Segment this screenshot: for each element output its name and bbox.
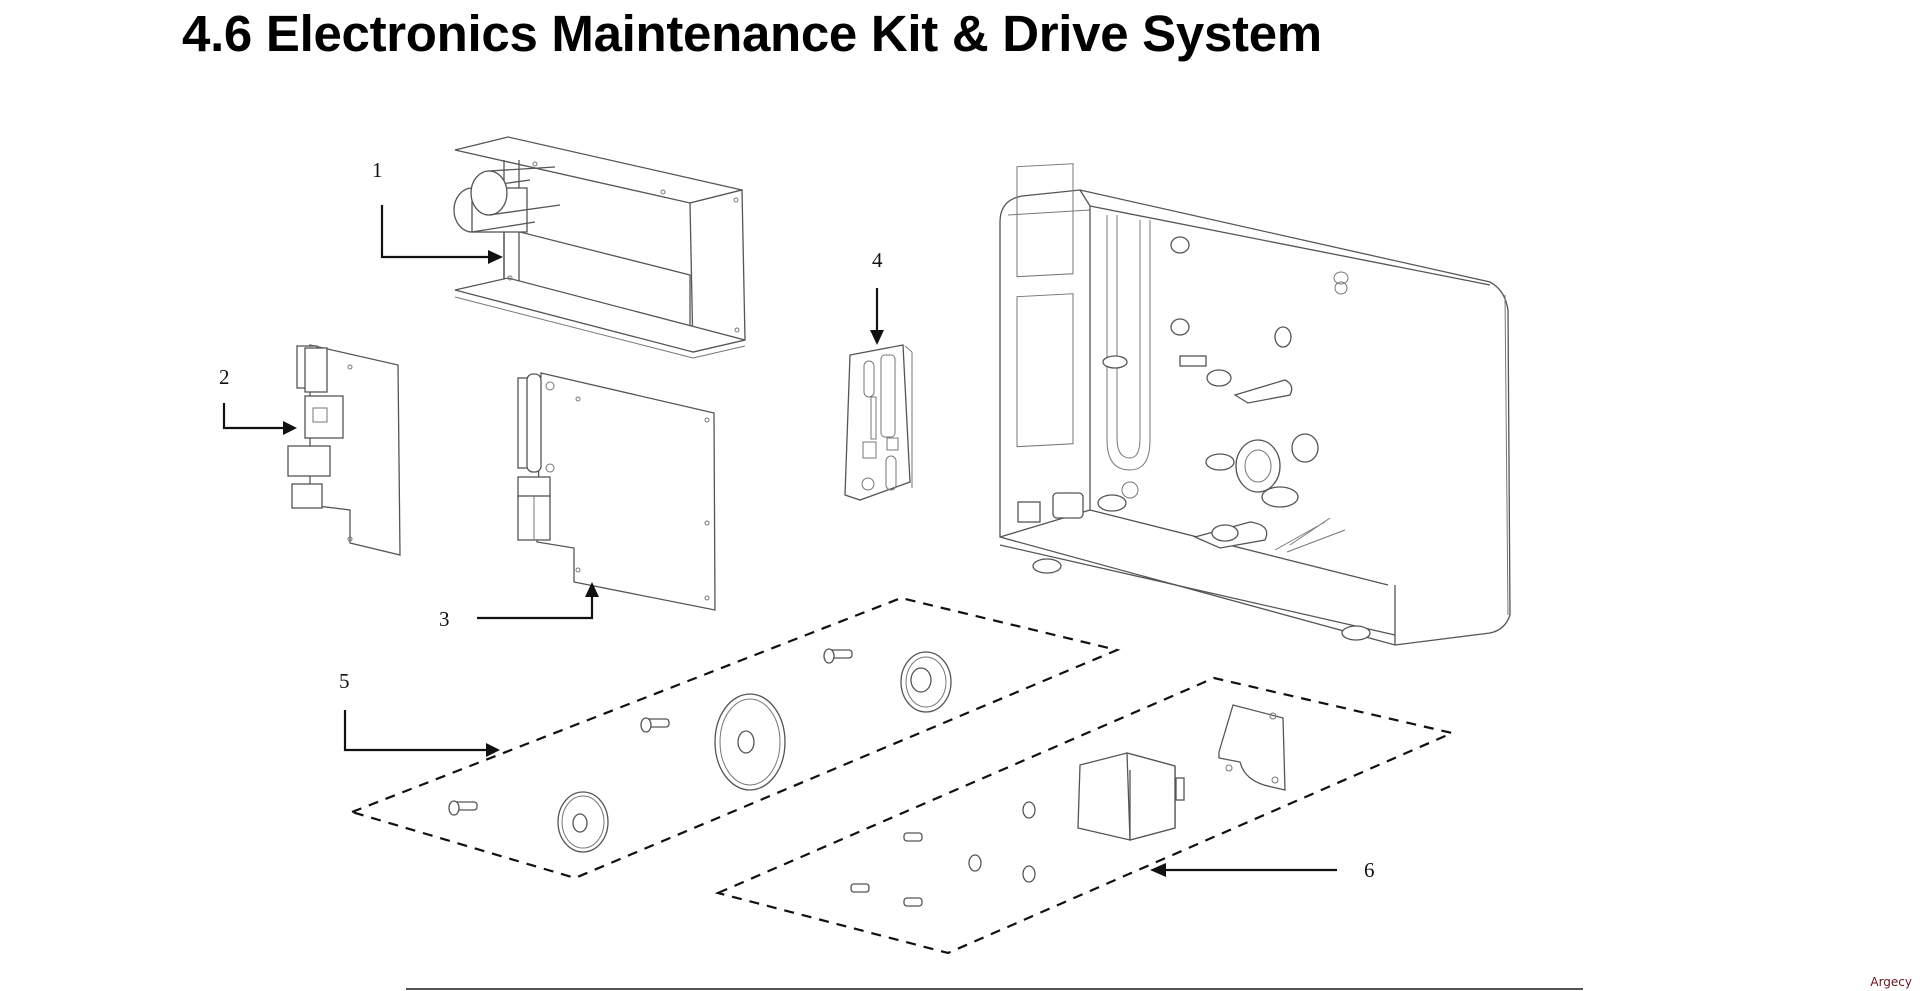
callout-2-leader xyxy=(222,403,289,430)
kit-6-boundary xyxy=(714,676,1456,955)
part-6-stepper-motor-kit xyxy=(850,704,1286,907)
shaft-screw xyxy=(448,800,478,816)
printer-chassis xyxy=(999,163,1511,646)
part-2-interface-board xyxy=(287,344,401,556)
callout-4-arrowhead xyxy=(870,330,884,345)
callout-1-label: 1 xyxy=(372,158,383,182)
callout-3-arrowhead xyxy=(585,582,599,597)
part-1-electronics-bracket xyxy=(453,136,746,359)
callout-2-arrowhead xyxy=(283,421,297,435)
part-5-gear-kit xyxy=(448,648,952,853)
callout-6-label: 6 xyxy=(1364,858,1375,882)
page-title: 4.6 Electronics Maintenance Kit & Drive … xyxy=(182,5,1322,62)
callout-6-arrowhead xyxy=(1150,863,1166,877)
kit-5-boundary xyxy=(348,596,1121,880)
motor-screw xyxy=(903,897,923,907)
callout-4-label: 4 xyxy=(872,248,883,272)
callout-3-label: 3 xyxy=(439,607,450,631)
callout-1-leader xyxy=(380,205,495,259)
callout-1-arrowhead xyxy=(488,250,503,264)
part-4-connector-plate xyxy=(844,344,913,501)
shaft-screw xyxy=(640,717,670,733)
callout-5-leader xyxy=(343,710,492,752)
callout-3-leader xyxy=(477,590,594,620)
callout-5-arrowhead xyxy=(486,743,500,757)
callout-5-label: 5 xyxy=(339,669,350,693)
part-3-main-board xyxy=(517,372,716,611)
watermark-brand: Argecy xyxy=(1870,975,1912,989)
motor-screw xyxy=(850,883,870,893)
shaft-screw xyxy=(823,648,853,664)
footer-divider xyxy=(406,988,1583,990)
callout-2-label: 2 xyxy=(219,365,230,389)
motor-screw xyxy=(903,832,923,842)
